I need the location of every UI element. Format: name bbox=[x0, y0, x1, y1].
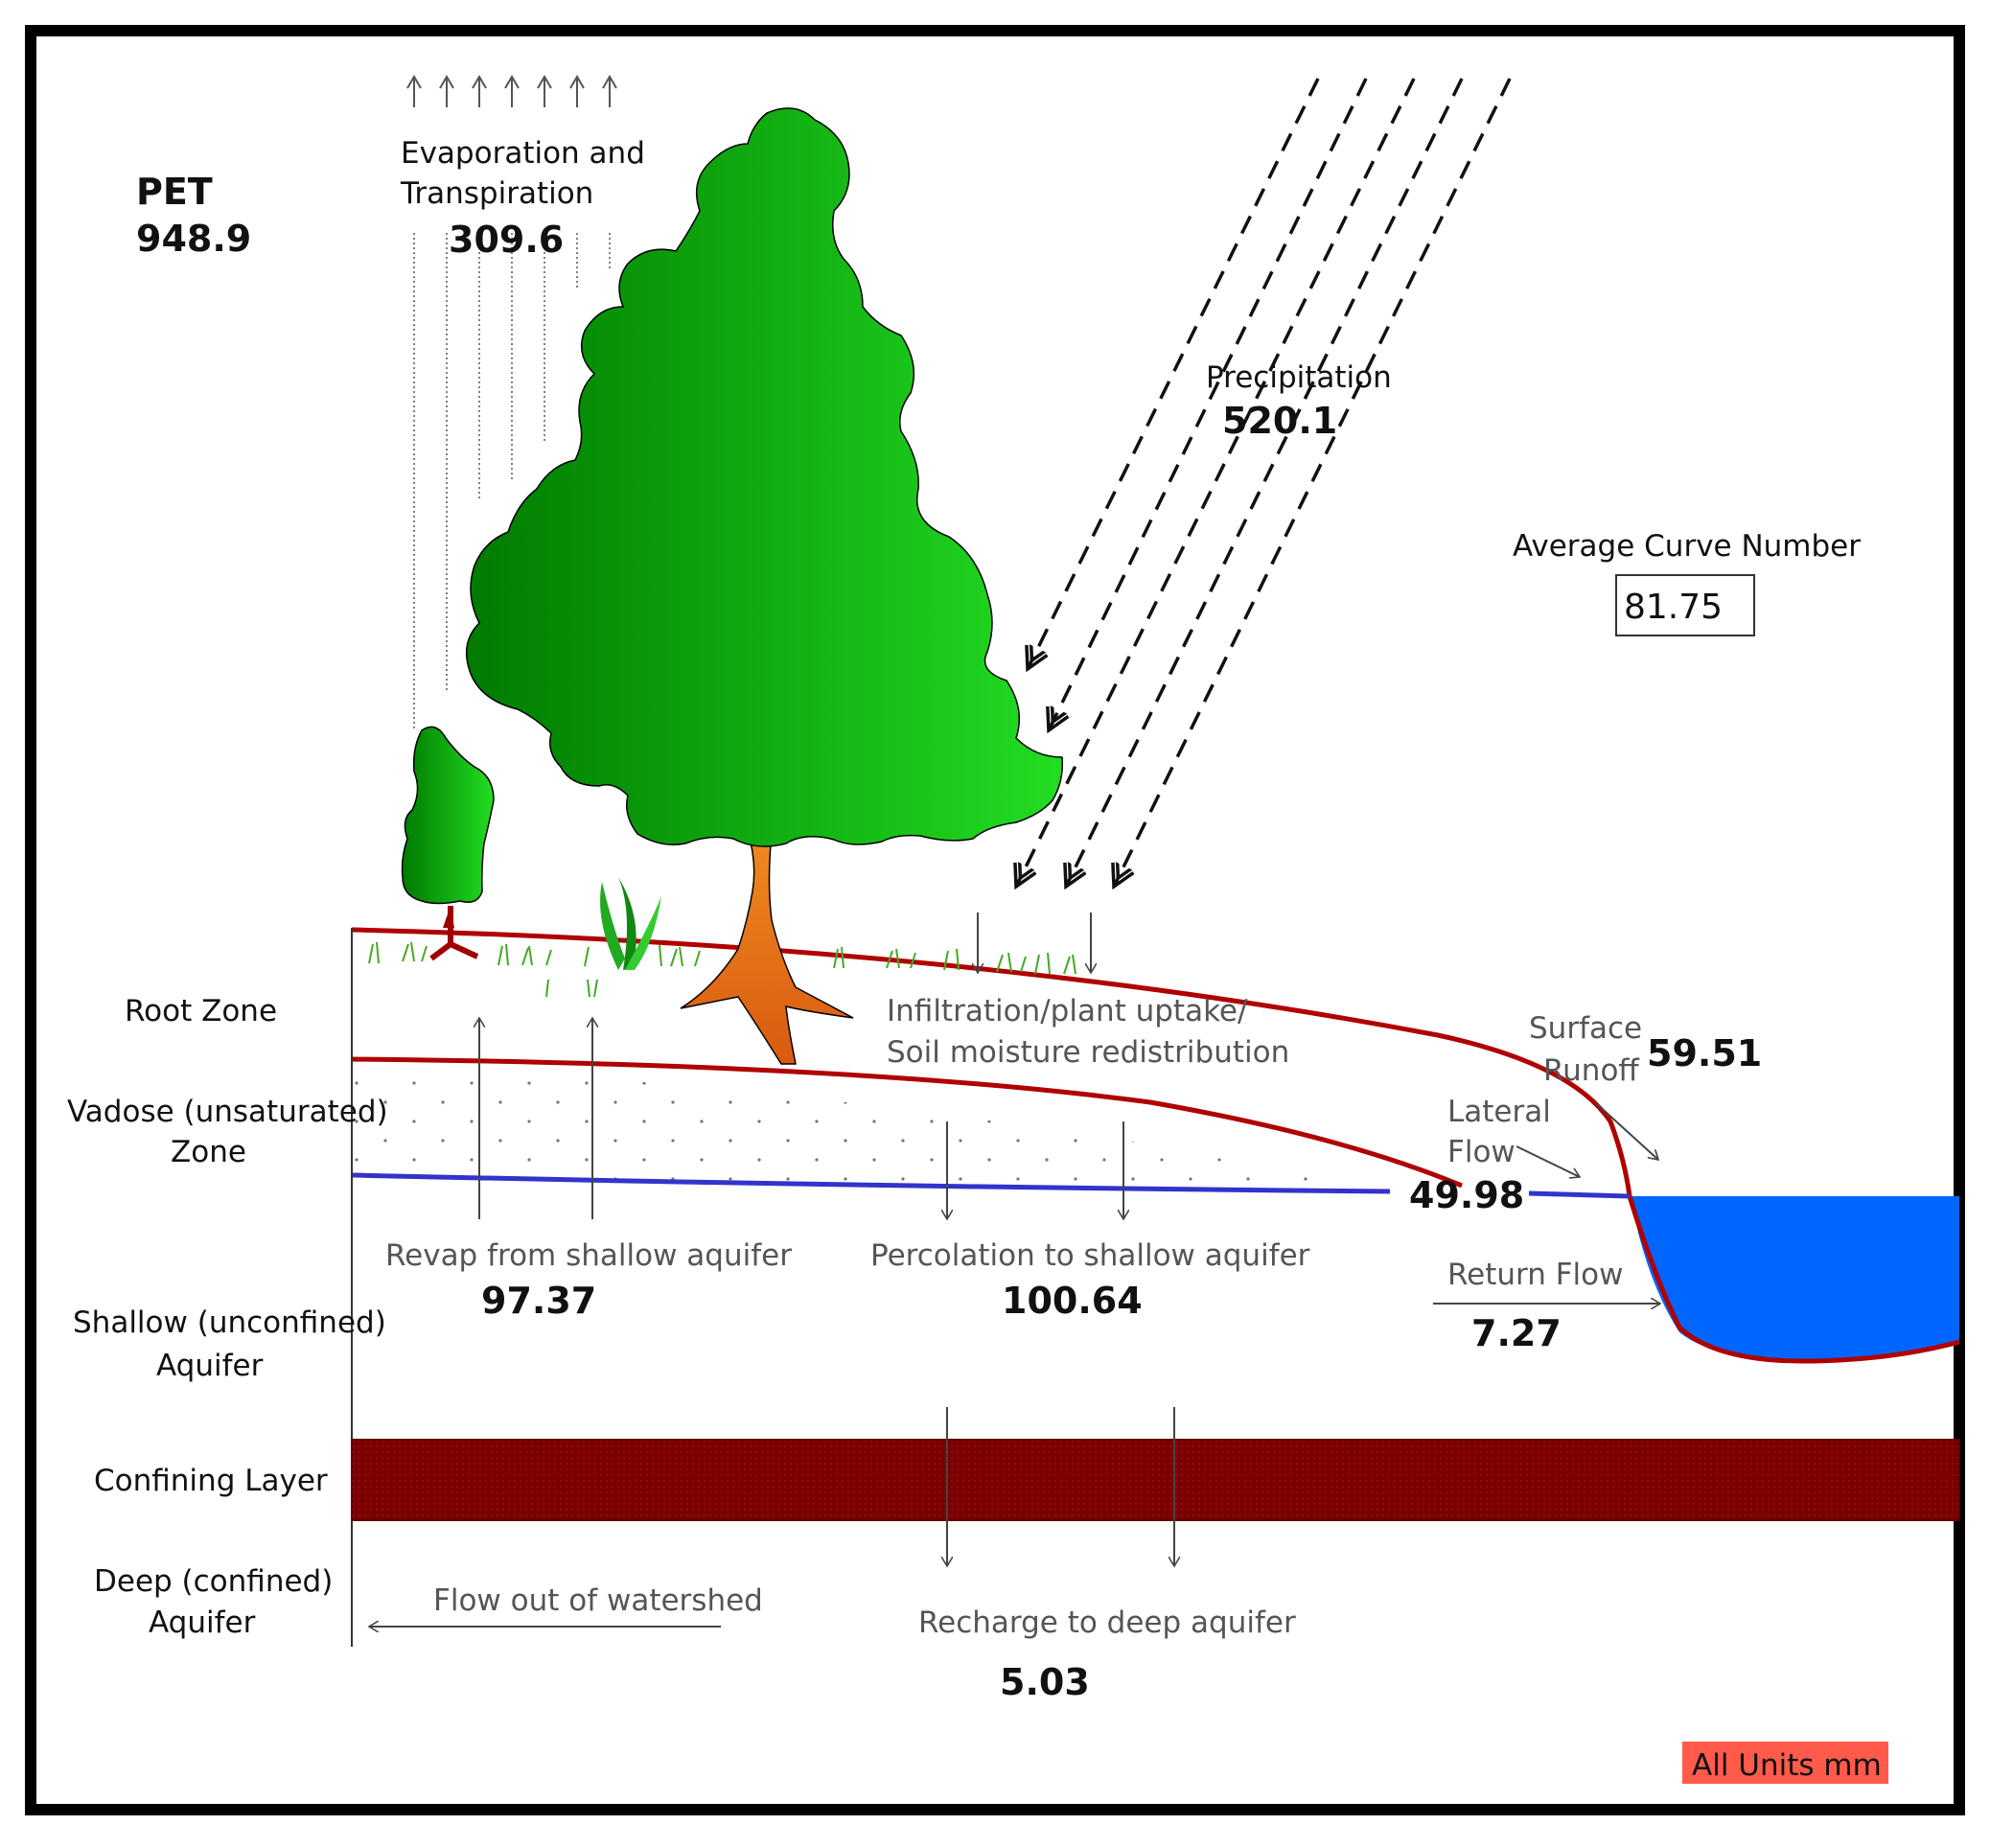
flow-out-label: Flow out of watershed bbox=[433, 1583, 763, 1618]
vadose-zone-region bbox=[352, 1064, 1428, 1193]
cn-value: 81.75 bbox=[1624, 588, 1723, 627]
precip-label: Precipitation bbox=[1206, 360, 1392, 395]
precipitation-arrows bbox=[1016, 78, 1512, 887]
surface-runoff-label-line2: Runoff bbox=[1543, 1053, 1639, 1088]
shallow-aquifer-label-line2: Aquifer bbox=[156, 1349, 264, 1383]
cn-label: Average Curve Number bbox=[1513, 529, 1861, 564]
lateral-flow-label-line1: Lateral bbox=[1447, 1095, 1551, 1129]
root-zone-bottom-line bbox=[351, 1056, 1463, 1189]
et-label-line2: Transpiration bbox=[400, 176, 593, 211]
evaporation-arrows bbox=[406, 75, 617, 728]
lateral-flow-arrow bbox=[1516, 1145, 1580, 1177]
et-label-line1: Evaporation and bbox=[401, 136, 645, 171]
percolation-label: Percolation to shallow aquifer bbox=[870, 1238, 1310, 1273]
percolation-value: 100.64 bbox=[1002, 1280, 1143, 1322]
water-table-line-right bbox=[1528, 1190, 1631, 1199]
percolation-arrows bbox=[947, 1121, 1123, 1219]
stream-bank-line bbox=[1627, 1195, 1960, 1364]
recharge-value: 5.03 bbox=[1000, 1661, 1090, 1703]
grass-tufts bbox=[368, 941, 1076, 998]
outer-frame bbox=[25, 25, 1965, 1815]
et-value: 309.6 bbox=[449, 219, 564, 261]
surface-runoff-value: 59.51 bbox=[1647, 1032, 1762, 1074]
return-flow-label: Return Flow bbox=[1447, 1258, 1624, 1292]
infiltration-label-line1: Infiltration/plant uptake/ bbox=[887, 994, 1248, 1028]
root-zone-label: Root Zone bbox=[125, 994, 277, 1028]
vadose-label-line2: Zone bbox=[171, 1135, 246, 1169]
tree-icon bbox=[465, 107, 1064, 1065]
units-badge-label: All Units mm bbox=[1692, 1748, 1882, 1783]
curve-number-box bbox=[1615, 574, 1755, 636]
revap-arrows bbox=[479, 1018, 592, 1219]
infiltration-label-line2: Soil moisture redistribution bbox=[887, 1035, 1289, 1070]
recharge-label: Recharge to deep aquifer bbox=[918, 1605, 1296, 1640]
recharge-arrows bbox=[947, 1407, 1174, 1566]
pet-label: PET bbox=[136, 171, 213, 213]
revap-value: 97.37 bbox=[481, 1280, 596, 1322]
surface-runoff-label-line1: Surface bbox=[1529, 1011, 1642, 1046]
confining-layer bbox=[351, 1439, 1960, 1521]
shrub-icon bbox=[401, 726, 495, 961]
confining-layer-label: Confining Layer bbox=[94, 1464, 328, 1498]
lateral-flow-label-line2: Flow bbox=[1447, 1135, 1516, 1169]
deep-aquifer-label-line1: Deep (confined) bbox=[94, 1564, 333, 1599]
lateral-flow-value: 49.98 bbox=[1409, 1174, 1524, 1216]
pet-value: 948.9 bbox=[136, 218, 251, 260]
soil-surface-line bbox=[351, 927, 1632, 1197]
vadose-label-line1: Vadose (unsaturated) bbox=[67, 1095, 388, 1129]
infiltration-arrows bbox=[978, 912, 1091, 973]
revap-label: Revap from shallow aquifer bbox=[385, 1238, 792, 1273]
deep-aquifer-label-line2: Aquifer bbox=[149, 1605, 256, 1640]
surface-runoff-arrow bbox=[1594, 1101, 1658, 1160]
stream-water bbox=[1630, 1196, 1959, 1361]
water-table-line bbox=[351, 1172, 1391, 1194]
units-badge bbox=[1682, 1742, 1888, 1784]
shallow-aquifer-label-line1: Shallow (unconfined) bbox=[73, 1305, 386, 1340]
precip-value: 520.1 bbox=[1222, 400, 1337, 442]
grass-plant-icon bbox=[600, 877, 661, 970]
return-flow-value: 7.27 bbox=[1471, 1312, 1562, 1354]
